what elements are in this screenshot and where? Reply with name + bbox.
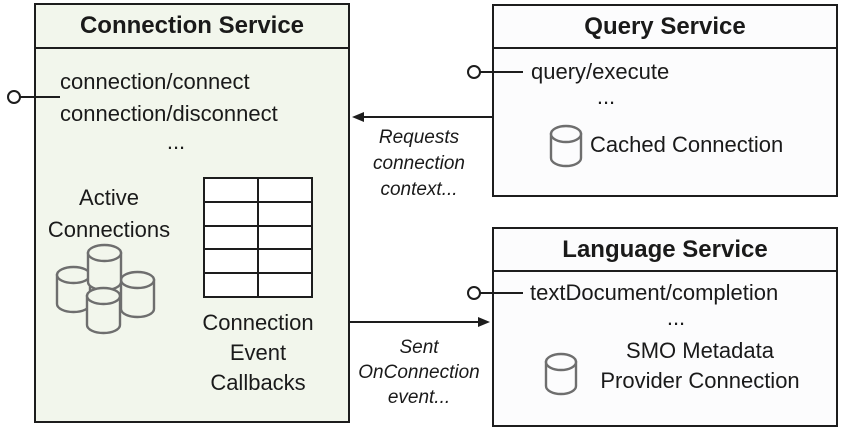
sent-onconnection-event-label: Sent OnConnection event... (358, 337, 480, 408)
method-textdocument-completion: textDocument/completion (530, 280, 779, 305)
query-methods-ellipsis: ... (596, 84, 616, 109)
database-cylinder-icon (544, 352, 578, 396)
table-cell (205, 179, 257, 201)
table-cell (259, 226, 311, 249)
requests-connection-arrow (352, 112, 493, 122)
table-grid-icon (203, 177, 313, 298)
connection-service-methods: connection/connect connection/disconnect… (60, 66, 292, 154)
database-cylinder-icon (549, 124, 583, 168)
connection-service-title: Connection Service (36, 5, 348, 49)
provided-interface-icon (467, 65, 523, 79)
method-query-execute: query/execute (531, 59, 670, 84)
cached-connection-label: Cached Connection (590, 132, 784, 157)
table-cell (259, 202, 311, 225)
language-service-box: Language Service (492, 227, 838, 427)
requests-connection-context-label: Requests connection context... (373, 127, 465, 200)
methods-ellipsis: ... (166, 129, 186, 154)
table-cell (259, 250, 311, 273)
active-connections-label: Active Connections (47, 185, 171, 242)
query-service-box: Query Service (492, 4, 838, 197)
provided-interface-icon (7, 90, 60, 104)
table-cell (205, 274, 257, 296)
table-cell (205, 226, 257, 249)
language-service-title: Language Service (494, 229, 836, 272)
table-cell (259, 179, 311, 201)
provided-interface-icon (467, 286, 523, 300)
language-methods-ellipsis: ... (666, 305, 686, 330)
database-cluster-icon (55, 243, 156, 335)
method-connection-disconnect: connection/disconnect (60, 101, 278, 126)
table-cell (205, 250, 257, 273)
method-connection-connect: connection/connect (60, 69, 250, 94)
table-cell (259, 274, 311, 296)
smo-metadata-provider-connection-label: SMO Metadata Provider Connection (600, 338, 800, 393)
table-cell (205, 202, 257, 225)
connection-event-callbacks-label: Connection Event Callbacks (202, 310, 314, 395)
query-service-title: Query Service (494, 6, 836, 49)
sent-onconnection-arrow (349, 317, 490, 327)
